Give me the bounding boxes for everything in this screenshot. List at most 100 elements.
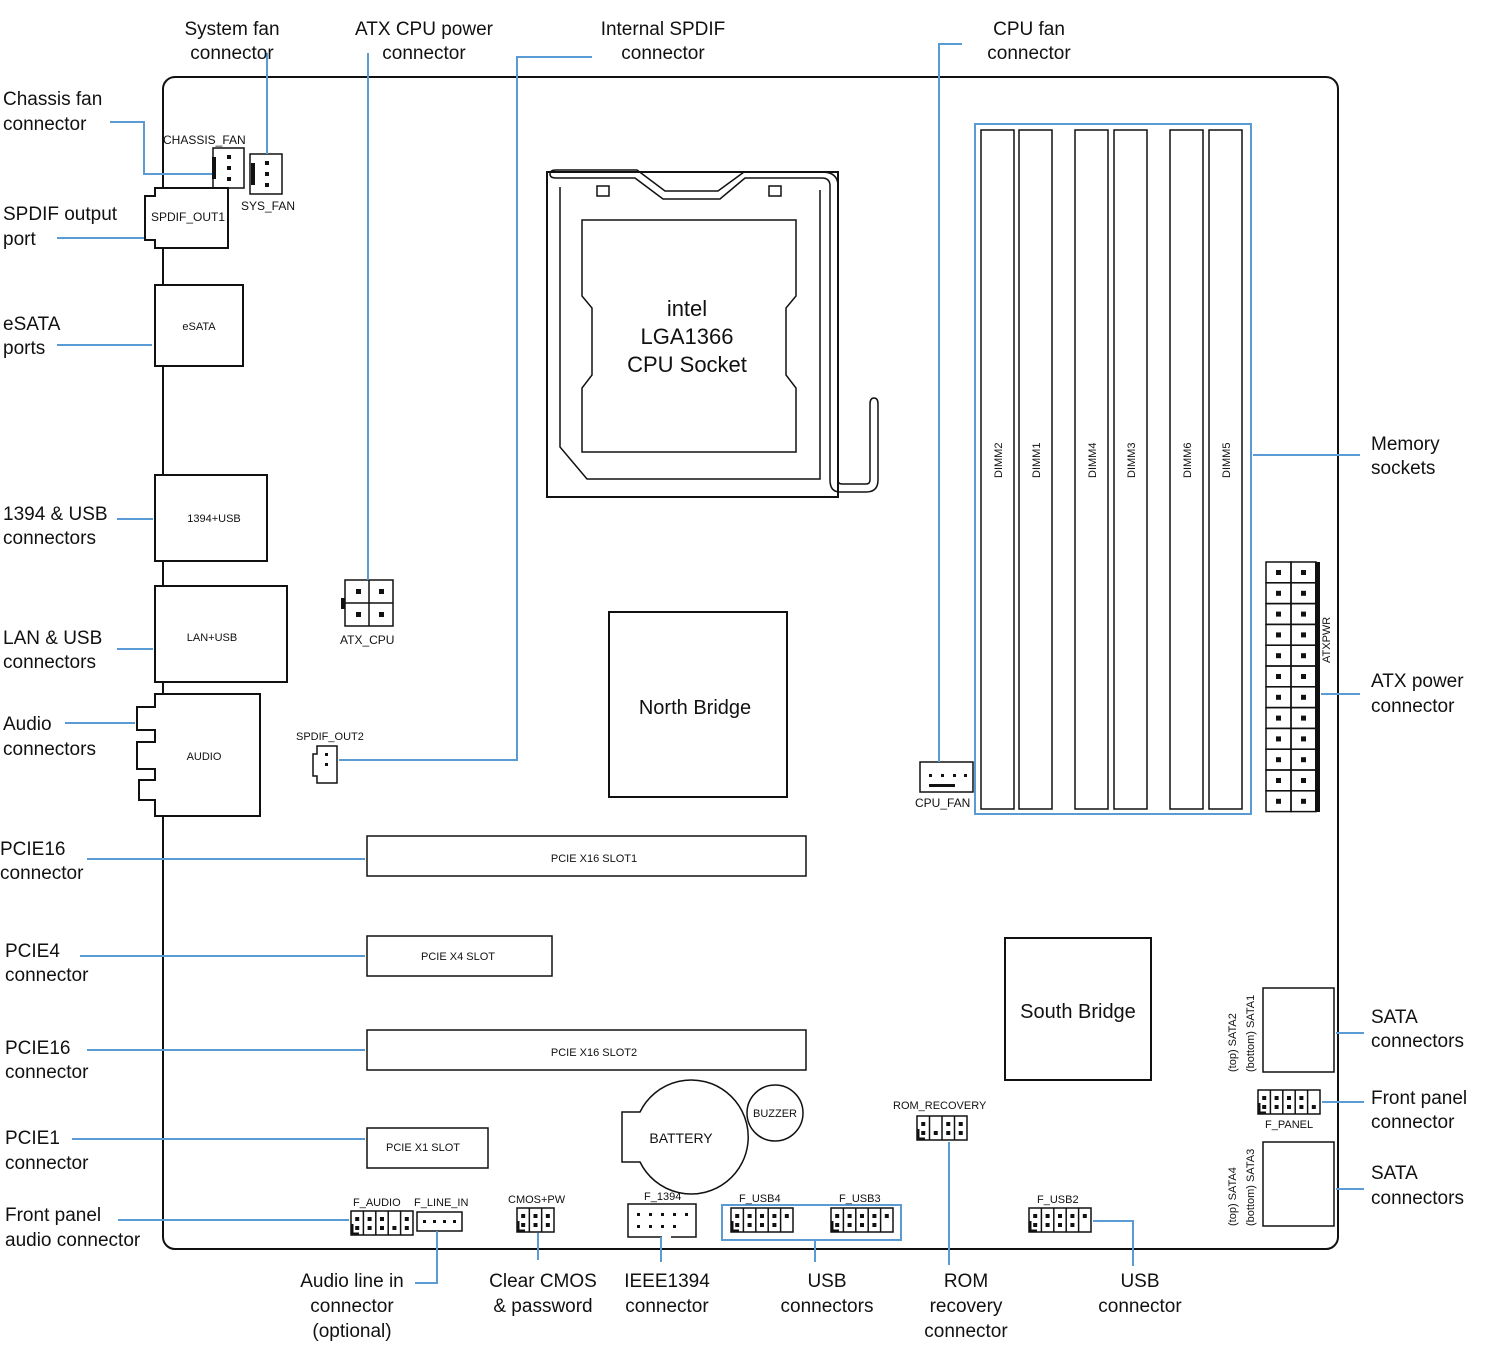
- atxpwr-label: ATXPWR: [1321, 617, 1333, 663]
- front-panel-header[interactable]: [1257, 1089, 1321, 1115]
- pin: [404, 1217, 409, 1221]
- system-fan-header[interactable]: [249, 153, 283, 195]
- audio-label: AUDIO: [187, 751, 222, 763]
- front-audio-header[interactable]: [350, 1210, 414, 1236]
- pin: [380, 1217, 384, 1221]
- cpu-fan-header[interactable]: [919, 761, 974, 793]
- dimm-slot[interactable]: DIMM3: [1113, 129, 1148, 810]
- dimm-label: DIMM3: [1126, 443, 1138, 478]
- pin: [1082, 1214, 1087, 1218]
- pin: [1311, 1105, 1316, 1109]
- pin: [1045, 1214, 1050, 1218]
- pin: [747, 1223, 752, 1227]
- audio-port[interactable]: [136, 693, 261, 817]
- pin: [521, 1214, 526, 1218]
- pin: [860, 1223, 864, 1227]
- dimm-slot[interactable]: DIMM5: [1208, 129, 1243, 810]
- battery: [621, 1079, 749, 1195]
- buzzer: [746, 1084, 804, 1142]
- pin: [545, 1223, 550, 1227]
- pcie-x16-slot2[interactable]: [366, 1029, 807, 1071]
- cmos-pw-label: CMOS+PW: [508, 1194, 566, 1206]
- clear-cmos-header[interactable]: [516, 1207, 555, 1233]
- cpu-socket-line2: LGA1366: [641, 324, 734, 349]
- dimm-slot[interactable]: DIMM4: [1074, 129, 1109, 810]
- sata3-label: (bottom) SATA3: [1245, 1149, 1257, 1226]
- pin: [1070, 1214, 1075, 1218]
- pin: [835, 1223, 840, 1227]
- rom-recovery-label: ROM_RECOVERY: [893, 1100, 987, 1112]
- pin: [404, 1226, 409, 1230]
- chassis-fan-label: CHASSIS_FAN: [163, 133, 246, 147]
- dimm-label: DIMM5: [1221, 443, 1233, 478]
- atx-power-header[interactable]: [1265, 561, 1320, 813]
- pin: [872, 1214, 877, 1218]
- sata1-label: (bottom) SATA1: [1245, 995, 1257, 1072]
- pin: [380, 1226, 384, 1230]
- pin: [921, 1122, 926, 1126]
- usb3-header[interactable]: [830, 1207, 894, 1233]
- usb4-header[interactable]: [730, 1207, 794, 1233]
- pin: [772, 1214, 777, 1218]
- spdif-out1-label: SPDIF_OUT1: [151, 210, 225, 224]
- usb2-header[interactable]: [1028, 1207, 1092, 1233]
- pin: [946, 1122, 951, 1126]
- pcie-x1-slot[interactable]: [366, 1127, 489, 1169]
- pin: [946, 1131, 951, 1135]
- ieee1394-usb-port[interactable]: [154, 474, 268, 562]
- pin: [545, 1214, 550, 1218]
- cpu-socket-line3: CPU Socket: [627, 352, 747, 377]
- atx-cpu-power-header[interactable]: [341, 579, 394, 627]
- cpu-socket[interactable]: [546, 169, 879, 498]
- memory-highlight: [974, 123, 1252, 815]
- lan-usb-port[interactable]: [154, 585, 288, 683]
- sata4-label: (top) SATA4: [1227, 1167, 1239, 1226]
- pin: [1033, 1223, 1038, 1227]
- south-bridge-label: South Bridge: [1020, 1001, 1136, 1023]
- line-in-header[interactable]: [416, 1211, 463, 1232]
- dimm-slot[interactable]: DIMM2: [980, 129, 1015, 810]
- pin: [860, 1214, 864, 1218]
- pin: [933, 1131, 938, 1135]
- dimm-slot[interactable]: DIMM6: [1169, 129, 1204, 810]
- pin: [847, 1214, 852, 1218]
- pcie-x16-slot1[interactable]: [366, 835, 807, 877]
- f-line-in-label: F_LINE_IN: [414, 1197, 468, 1209]
- pin: [1045, 1223, 1050, 1227]
- esata-port[interactable]: [154, 284, 244, 367]
- chassis-fan-header[interactable]: [212, 147, 245, 189]
- pcie-x4-slot[interactable]: [366, 935, 553, 977]
- rom-recovery-header[interactable]: [916, 1115, 968, 1141]
- pin: [1274, 1105, 1279, 1109]
- pin: [521, 1223, 526, 1227]
- pin: [533, 1223, 538, 1227]
- spdif-out1-port[interactable]: [144, 187, 229, 249]
- pin: [355, 1217, 360, 1221]
- ieee1394-header[interactable]: [627, 1203, 697, 1238]
- sata12-connector[interactable]: [1262, 987, 1335, 1073]
- atx-pin-cell: [1290, 790, 1317, 813]
- dimm-slot[interactable]: DIMM1: [1018, 129, 1053, 810]
- pin: [760, 1223, 764, 1227]
- sata34-connector[interactable]: [1262, 1141, 1335, 1227]
- pin: [392, 1226, 397, 1230]
- spdif-out2-label: SPDIF_OUT2: [296, 731, 364, 743]
- north-bridge-label: North Bridge: [639, 697, 751, 719]
- spdif-out2-header[interactable]: [312, 745, 338, 784]
- board-outline: [162, 76, 1339, 1250]
